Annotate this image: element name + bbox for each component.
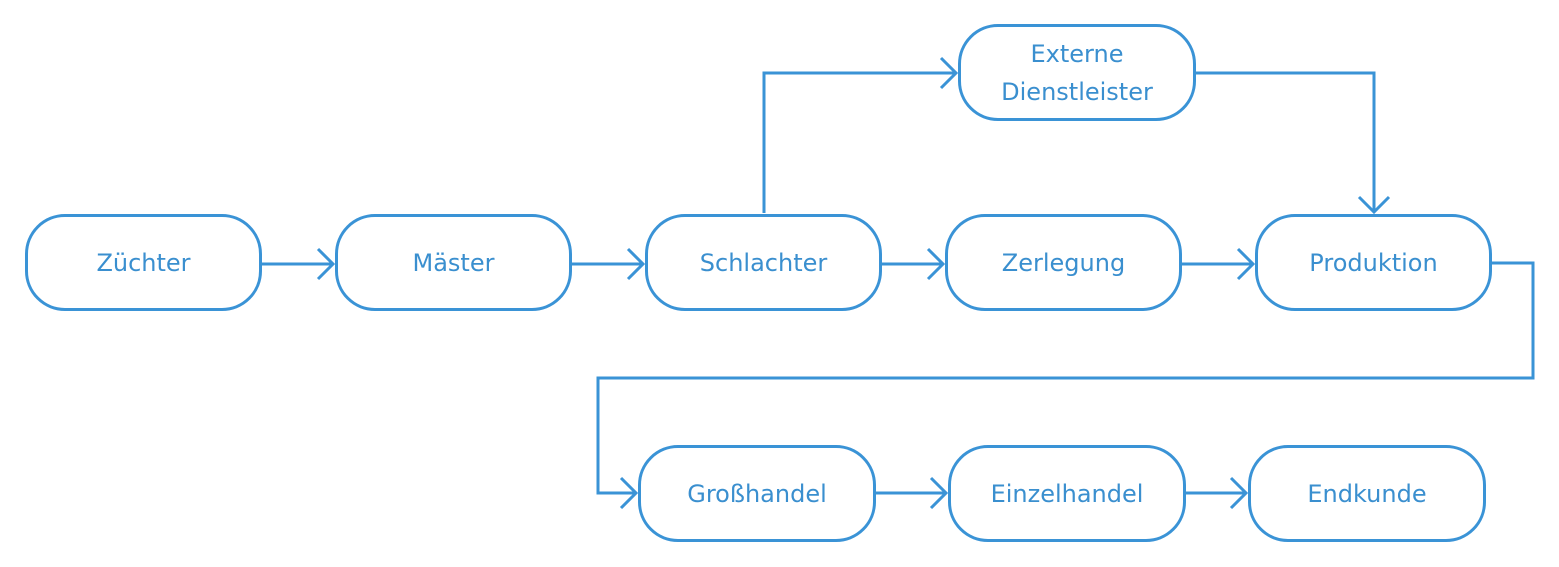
node-label: Zerlegung [1001, 248, 1126, 277]
node-label: Schlachter [699, 248, 828, 277]
node-label: Einzelhandel [990, 479, 1144, 508]
node-einzelhandel: Einzelhandel [948, 445, 1186, 542]
node-label: Externe Dienstleister [1001, 39, 1153, 106]
node-label: Endkunde [1307, 479, 1427, 508]
edge-schlachter-zerlegung [882, 247, 946, 281]
node-zerlegung: Zerlegung [945, 214, 1182, 311]
edge-schlachter-externe-dienstleister [762, 56, 959, 213]
edge-zerlegung-produktion [1182, 247, 1256, 281]
node-grosshandel: Großhandel [638, 445, 876, 542]
node-produktion: Produktion [1255, 214, 1492, 311]
edge-zuechter-maester [262, 247, 336, 281]
node-label: Mäster [412, 248, 495, 277]
node-label: Großhandel [687, 479, 827, 508]
node-label: Produktion [1309, 248, 1438, 277]
node-label: Züchter [96, 248, 191, 277]
node-maester: Mäster [335, 214, 572, 311]
node-schlachter: Schlachter [645, 214, 882, 311]
edge-externe-dienstleister-produktion [1196, 71, 1391, 215]
edge-grosshandel-einzelhandel [876, 476, 949, 510]
edge-produktion-grosshandel [596, 261, 1535, 510]
edge-maester-schlachter [572, 247, 646, 281]
edge-einzelhandel-endkunde [1186, 476, 1249, 510]
node-endkunde: Endkunde [1248, 445, 1486, 542]
node-zuechter: Züchter [25, 214, 262, 311]
node-externe-dienstleister: Externe Dienstleister [958, 24, 1196, 121]
